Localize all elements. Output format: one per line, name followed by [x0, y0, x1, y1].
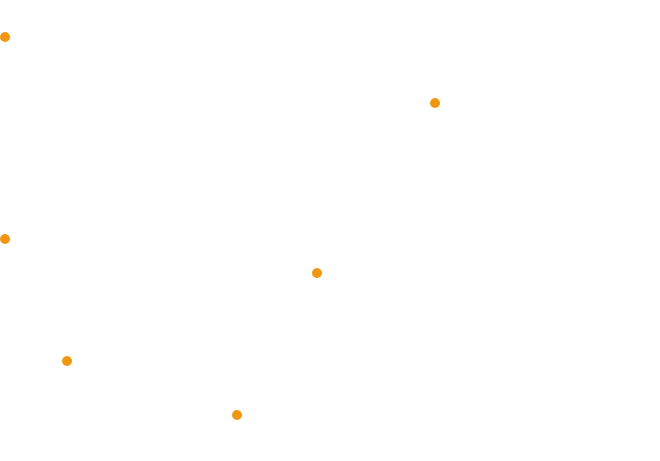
marker-4[interactable] [312, 268, 322, 278]
marker-3[interactable] [0, 234, 10, 244]
marker-1[interactable] [0, 32, 10, 42]
marker-6[interactable] [232, 410, 242, 420]
marker-2[interactable] [430, 98, 440, 108]
marker-5[interactable] [62, 356, 72, 366]
